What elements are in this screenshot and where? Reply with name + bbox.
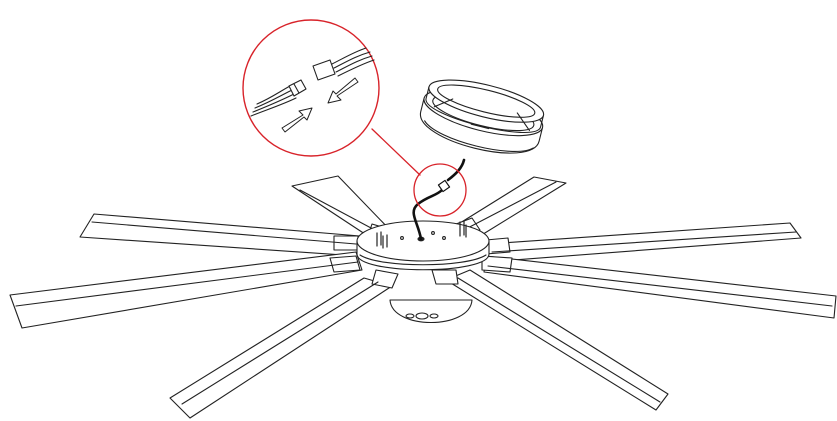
right-wire-bundle: [331, 47, 375, 77]
magnifier-circle: [242, 19, 380, 157]
light-kit-bottom-edge: [424, 120, 534, 152]
fan-blade: [483, 255, 837, 319]
insert-arrow-icon: [327, 77, 359, 104]
left-connector-plug: [288, 79, 307, 97]
blade-edge-detail: [15, 181, 833, 405]
hub-hole: [442, 236, 446, 240]
motor-screw: [405, 313, 415, 319]
fan-blades: [9, 175, 837, 419]
fan-blade-bracket: [431, 269, 459, 285]
motor-screw: [415, 312, 429, 320]
hub-hole: [400, 236, 404, 240]
motor-bottom-cap: [389, 299, 473, 324]
mounting-post: [382, 234, 388, 249]
fan-blade: [169, 277, 393, 419]
connector-highlight-circle: [413, 163, 467, 217]
mounting-post: [376, 231, 382, 247]
right-connector-housing: [312, 59, 336, 81]
light-kit-detail: [433, 98, 530, 132]
motor-screw: [429, 313, 439, 319]
light-kit-lip-inner: [437, 84, 536, 118]
callout-leader-line: [371, 128, 421, 176]
left-wire-bundle: [250, 85, 297, 117]
fan-blade: [9, 251, 363, 329]
fan-hub: [356, 220, 490, 271]
hub-hole: [431, 231, 435, 235]
insert-arrow-icon: [281, 107, 313, 133]
fan-blade: [79, 213, 361, 257]
mounting-post: [459, 220, 465, 237]
hub-rim-edge: [359, 254, 487, 266]
fan-blade-bracket: [371, 269, 399, 289]
connector-highlight: [371, 128, 467, 217]
mounting-posts: [376, 220, 467, 249]
wire-connector-icon: [437, 179, 451, 193]
light-kit-icon: [420, 79, 545, 154]
magnifier-callout-icon: [242, 19, 380, 157]
motor-housing: [389, 299, 473, 324]
light-kit-upper-band: [425, 86, 545, 134]
